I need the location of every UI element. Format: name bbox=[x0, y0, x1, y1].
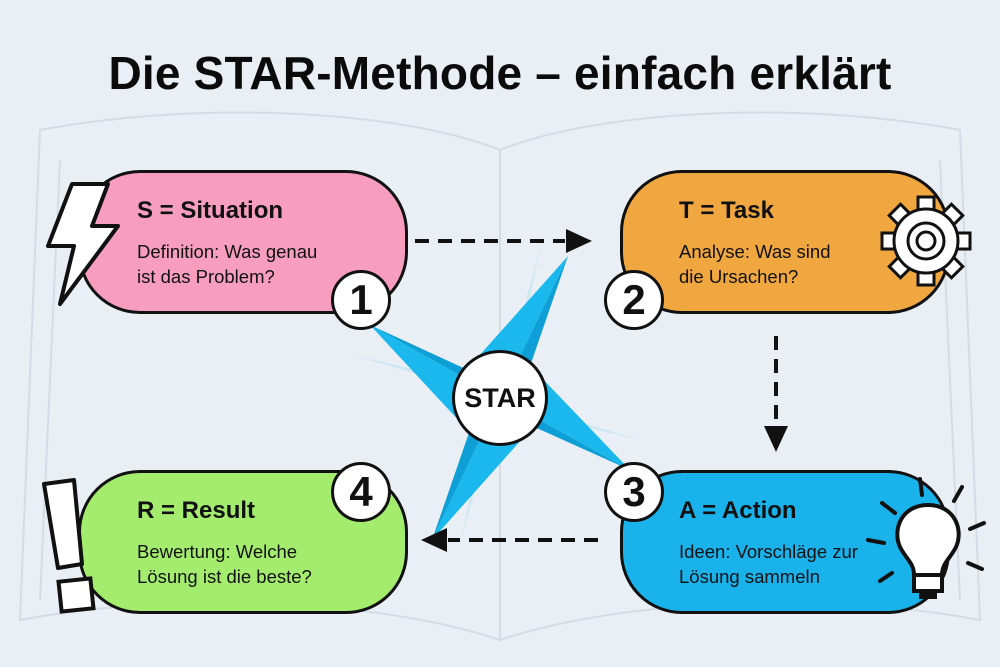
card-description-line: die Ursachen? bbox=[679, 266, 799, 287]
card-heading: T = Task bbox=[679, 197, 774, 224]
card-heading: A = Action bbox=[679, 497, 797, 524]
card-description-line: ist das Problem? bbox=[137, 266, 275, 287]
card-task: T = Task Analyse: Was sind die Ursachen? bbox=[620, 170, 950, 314]
card-description-line: Analyse: Was sind bbox=[679, 241, 831, 262]
card-heading: S = Situation bbox=[137, 197, 284, 224]
step-number-badge: 4 bbox=[331, 462, 391, 522]
card-description-line: Ideen: Vorschläge zur bbox=[679, 541, 858, 562]
star-center-label: STAR bbox=[452, 350, 548, 446]
card-description-line: Definition: Was genau bbox=[137, 241, 318, 262]
step-number-badge: 1 bbox=[331, 270, 391, 330]
card-heading: R = Result bbox=[137, 497, 256, 524]
card-description-line: Lösung ist die beste? bbox=[137, 566, 312, 587]
card-description-line: Bewertung: Welche bbox=[137, 541, 298, 562]
step-number-badge: 2 bbox=[604, 270, 664, 330]
page-title: Die STAR-Methode – einfach erklärt bbox=[108, 47, 892, 99]
step-number-badge: 3 bbox=[604, 462, 664, 522]
card-description-line: Lösung sammeln bbox=[679, 566, 820, 587]
card-situation: S = Situation Definition: Was genau ist d… bbox=[78, 170, 408, 314]
